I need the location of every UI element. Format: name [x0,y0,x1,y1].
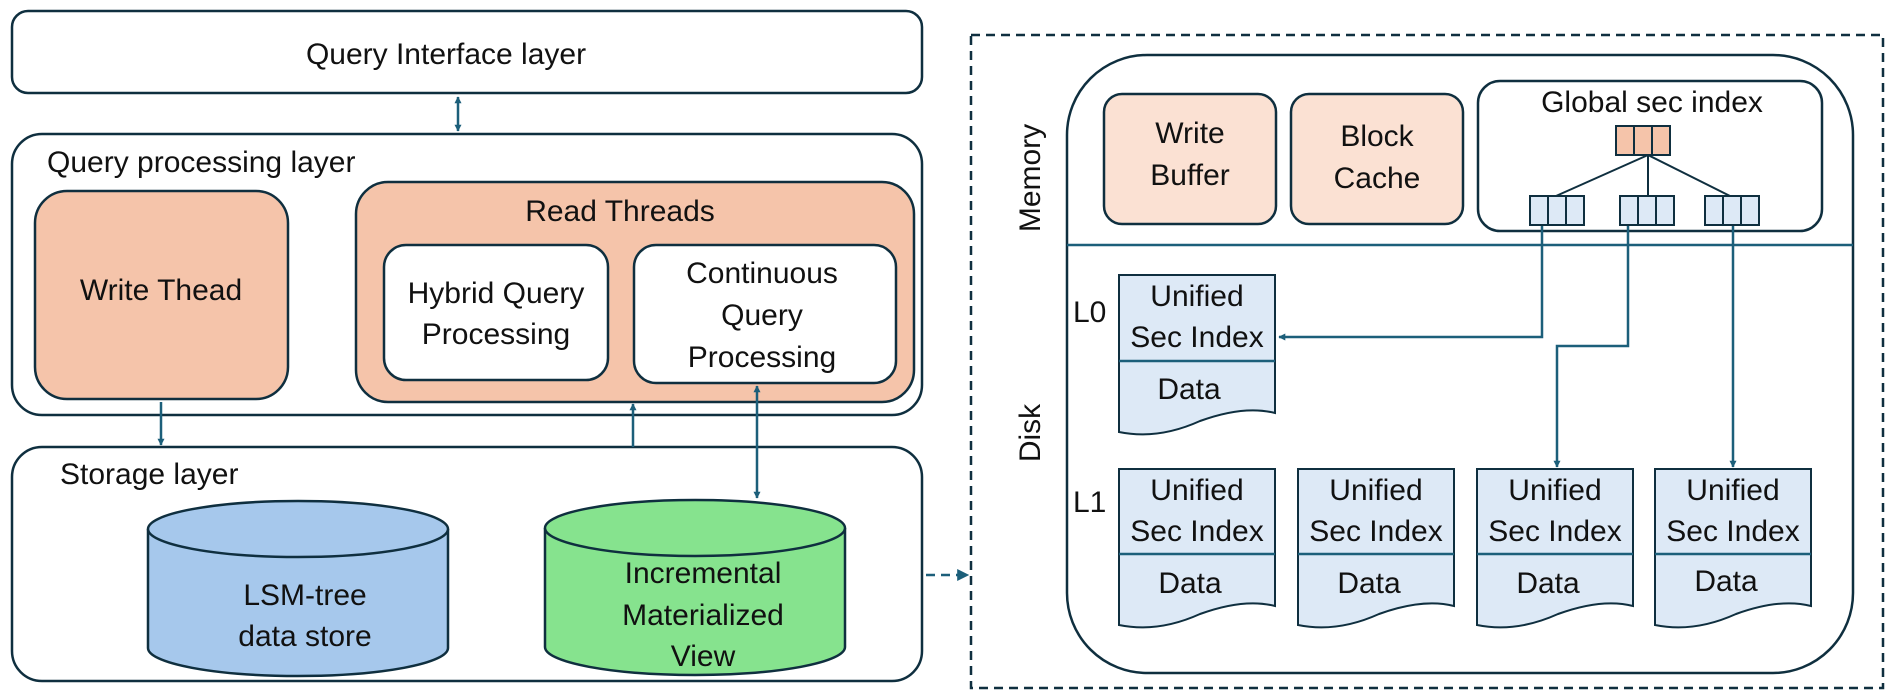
l1-4-index-line-2: Sec Index [1666,515,1799,548]
block-cache-line-1: Block [1340,120,1414,153]
lsm-tree-cylinder: LSM-tree data store [146,499,450,678]
l1-1-index-line-1: Unified [1150,474,1243,507]
storage-layer: Storage layer LSM-tree data store Increm… [10,445,924,683]
l1-2-index-line-1: Unified [1329,474,1422,507]
view-line-3: View [671,640,736,673]
tree-edge-right [1647,154,1731,197]
write-thread-box: Write Thead [33,189,290,401]
write-buffer-box: Write Buffer [1102,92,1278,226]
l1-3-index-line-1: Unified [1508,474,1601,507]
read-threads-label: Read Threads [525,195,715,228]
index-leaf-node-2 [1619,195,1675,226]
query-interface-label: Query Interface layer [306,38,586,71]
query-processing-label: Query processing layer [47,146,355,179]
l1-sstable-4: Unified Sec Index Data [1654,468,1812,629]
view-line-2: Materialized [622,599,784,632]
lsm-line-2: data store [238,620,371,653]
continuous-line-1: Continuous [686,257,838,290]
level-0-label: L0 [1073,296,1106,329]
write-buffer-line-1: Write [1155,117,1224,150]
disk-label: Disk [1014,403,1047,462]
block-cache-line-2: Cache [1334,162,1421,195]
l1-1-index-line-2: Sec Index [1130,515,1263,548]
index-leaf-node-1 [1529,195,1585,226]
lsm-line-1: LSM-tree [243,579,366,612]
l0-data-label: Data [1157,373,1221,406]
l0-index-line-2: Sec Index [1130,321,1263,354]
leaf2-to-l1-arrow [1553,226,1630,468]
continuous-query-box [632,243,898,385]
write-thread-label: Write Thead [80,274,242,307]
query-interface-layer: Query Interface layer [10,9,924,95]
continuous-line-3: Processing [688,341,836,374]
l1-3-data-label: Data [1516,567,1580,600]
block-cache-box: Block Cache [1289,92,1465,226]
l1-sstable-1: Unified Sec Index Data [1118,468,1276,629]
index-leaf-node-3 [1704,195,1760,226]
hybrid-line-2: Processing [422,318,570,351]
l1-sstable-3: Unified Sec Index Data [1476,468,1634,629]
l1-sstable-2: Unified Sec Index Data [1297,468,1455,629]
l0-sstable: Unified Sec Index Data [1118,274,1276,436]
l1-4-index-line-1: Unified [1686,474,1779,507]
hybrid-query-box [382,243,610,382]
l1-2-data-label: Data [1337,567,1401,600]
storage-detail-panel [969,33,1885,690]
leaf1-to-l0-arrow [1278,226,1544,341]
global-index-label: Global sec index [1541,86,1763,119]
l1-2-index-line-2: Sec Index [1309,515,1442,548]
continuous-line-2: Query [721,299,803,332]
storage-label: Storage layer [60,458,238,491]
hybrid-line-1: Hybrid Query [408,277,585,310]
write-buffer-line-2: Buffer [1150,159,1230,192]
index-root-node [1615,125,1671,156]
read-threads-box: Read Threads Hybrid Query Processing Con… [354,180,916,404]
view-line-1: Incremental [625,557,782,590]
l1-3-index-line-2: Sec Index [1488,515,1621,548]
level-1-label: L1 [1073,486,1106,519]
l1-4-data-label: Data [1694,565,1758,598]
l0-index-line-1: Unified [1150,280,1243,313]
l1-1-data-label: Data [1158,567,1222,600]
tree-edge-left [1555,154,1649,197]
global-sec-index-box: Global sec index [1476,79,1824,233]
materialized-view-cylinder: Incremental Materialized View [543,498,847,677]
memory-label: Memory [1014,124,1047,232]
query-processing-layer: Query processing layer Write Thead Read … [10,132,924,417]
